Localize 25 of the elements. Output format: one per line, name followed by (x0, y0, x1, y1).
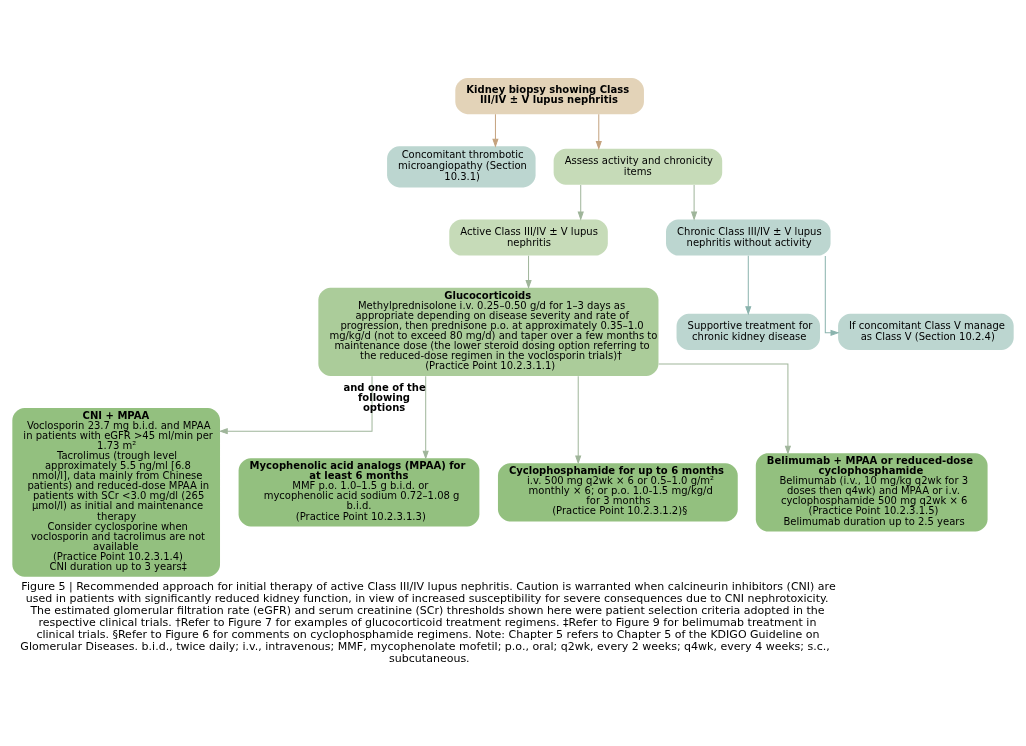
node-box: Glucocorticoids Methylprednisolone i.v. 0.25–0.50 g/d for 1–3 days as appropriate depending on disease severity and rate of progression, then prednisone p.o. at approximately 0.35–1.0 mg/kg/d (not to exceed 80 mg/d) and taper over a few months to maintenance dose (the lower steroid dosing option referring to the reduced-dose regimen in the voclosporin trials)† (Practice Point 10.2.3.1.1) (318, 287, 659, 376)
arrow (691, 184, 698, 220)
node-box: Chronic Class III/IV ± V lupus nephritis without activity (666, 219, 831, 256)
node-box: If concomitant Class V manage as Class V (Section 10.2.4) (838, 313, 1014, 350)
node-box: Supportive treatment for chronic kidney disease (676, 313, 821, 350)
arrow (422, 375, 429, 459)
arrow (824, 254, 839, 336)
node-box: Concomitant thrombotic microangiopathy (Section 10.3.1) (387, 145, 536, 187)
arrow (595, 113, 602, 149)
arrow (745, 254, 752, 314)
caption: Figure 5 | Recommended approach for initial therapy of active Class III/IV lupus nephritis. Caution is warranted when calcineurin inhibitors (CNI) are used in patients with significantly reduced kidney function, in view of increased susceptibility for severe consequences due to CNI nephrotoxicity. The estimated glomerular filtration rate (eGFR) and serum creatinine (SCr) thresholds shown here were patient selection criteria adopted in the respective clinical trials. †Refer to Figure 7 for examples of glucocorticoid treatment regimens. ‡Refer to Figure 9 for belimumab treatment in clinical trials. §Refer to Figure 6 for comments on cyclophosphamide regimens. Note: Chapter 5 refers to Chapter 5 of the KDIGO Guideline on Glomerular Diseases. b.i.d., twice daily; i.v., intravenous; MMF, mycophenolate mofetil; p.o., oral; q2wk, every 2 weeks; q4wk, every 4 weeks; s.c., subcutaneous. (20, 579, 836, 665)
node-box: CNI + MPAA Voclosporin 23.7 mg b.i.d. and MPAA in patients with eGFR >45 ml/min per 1.73 m² Tacrolimus (trough level approximately 5.5 ng/ml [6.8 nmol/l], data mainly from Chinese patients) and reduced-dose MPAA in patients with SCr <3.0 mg/dl (265 µmol/l) as initial and maintenance therapy Consider cyclosporine when voclosporin and tacrolimus are not available (Practice Point 10.2.3.1.4) CNI duration up to 3 years‡ (12, 407, 220, 577)
node-box: Active Class III/IV ± V lupus nephritis (449, 219, 608, 256)
arrow (525, 254, 532, 288)
node-box: Cyclophosphamide for up to 6 months i.v. 500 mg q2wk × 6 or 0.5–1.0 g/m² monthly × 6; or p.o. 1.0-1.5 mg/kg/d for 3 months (Practice Point 10.2.3.1.2)§ (497, 462, 738, 521)
arrow (219, 375, 373, 434)
arrow (658, 362, 791, 454)
arrow (577, 184, 584, 220)
node-box: Mycophenolic acid analogs (MPAA) for at least 6 months MMF p.o. 1.0–1.5 g b.i.d. or mycophenolic acid sodium 0.72–1.08 g b.i.d. (Practice Point 10.2.3.1.3) (238, 457, 480, 526)
node-box: Belimumab + MPAA or reduced-dose cyclophosphamide Belimumab (i.v., 10 mg/kg q2wk for 3 doses then q4wk) and MPAA or i.v. cyclophosphamide 500 mg q2wk × 6 (Practice Point 10.2.3.1.5) Belimumab duration up to 2.5 years (755, 452, 988, 532)
arrow (575, 375, 582, 463)
node-box: Assess activity and chronicity items (553, 148, 723, 185)
node-box: Kidney biopsy showing Class III/IV ± V lupus nephritis (455, 77, 644, 114)
edge-label: and one of the following options (343, 381, 426, 413)
arrow (492, 113, 499, 147)
